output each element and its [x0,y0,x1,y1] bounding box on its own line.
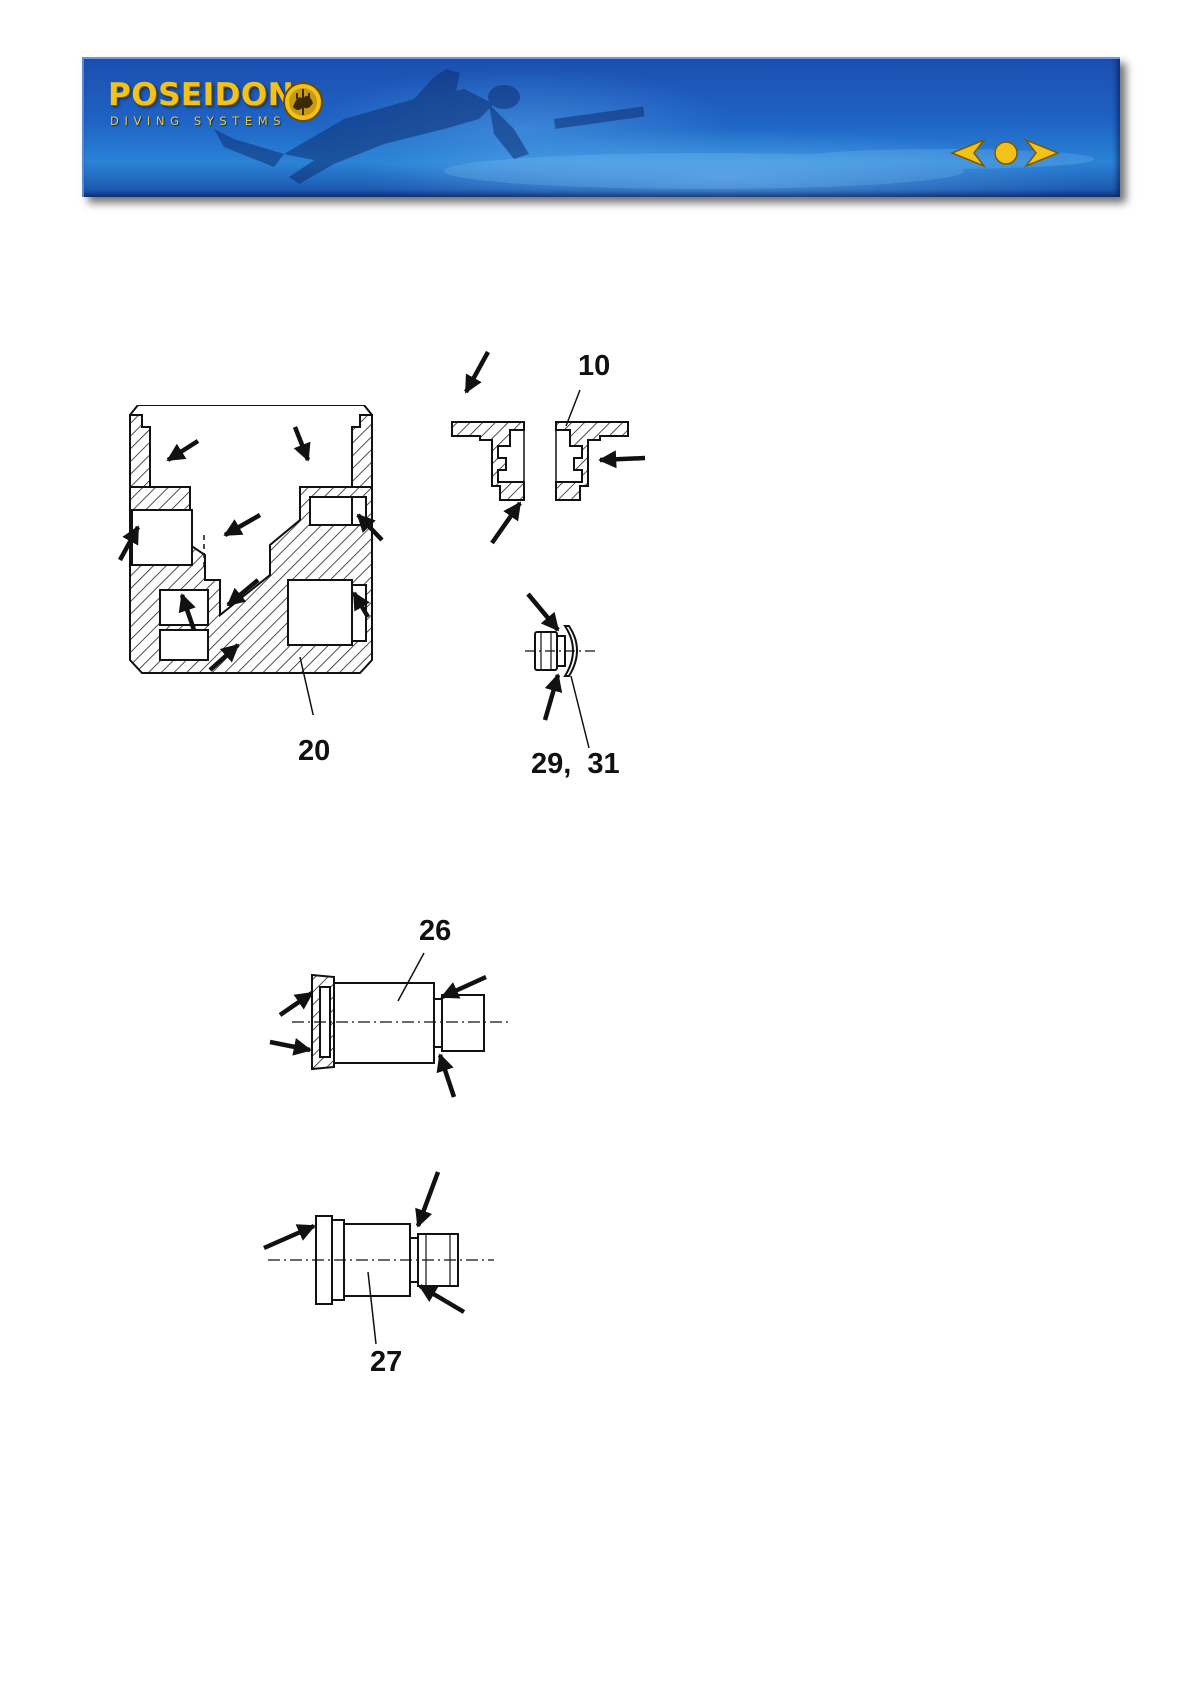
part-label-20: 20 [298,737,330,766]
dot-icon[interactable] [992,137,1020,169]
poseidon-emblem-icon [282,81,324,123]
housing-cross-section-drawing [110,405,400,715]
brand-name: POSEIDON [108,77,294,113]
housing-cross-section-figure: 20 [110,405,400,785]
cap-cross-section-figure: 10 [440,350,670,560]
cap-cross-section-drawing [440,350,670,560]
nipple-26-figure: 26 [262,915,532,1115]
brand-subtitle: DIVING SYSTEMS [110,114,286,128]
nipple-27-figure: 27 [258,1168,508,1388]
nipple-26-drawing [262,915,532,1115]
part-label-29-31: 29, 31 [531,750,620,779]
arrow-right-icon[interactable] [1024,137,1060,169]
part-label-27: 27 [370,1348,402,1377]
screw-figure: 29, 31 [525,590,695,790]
header-banner: POSEIDON DIVING SYSTEMS [82,57,1120,197]
page-navigation [950,137,1054,169]
arrow-left-icon[interactable] [950,137,986,169]
